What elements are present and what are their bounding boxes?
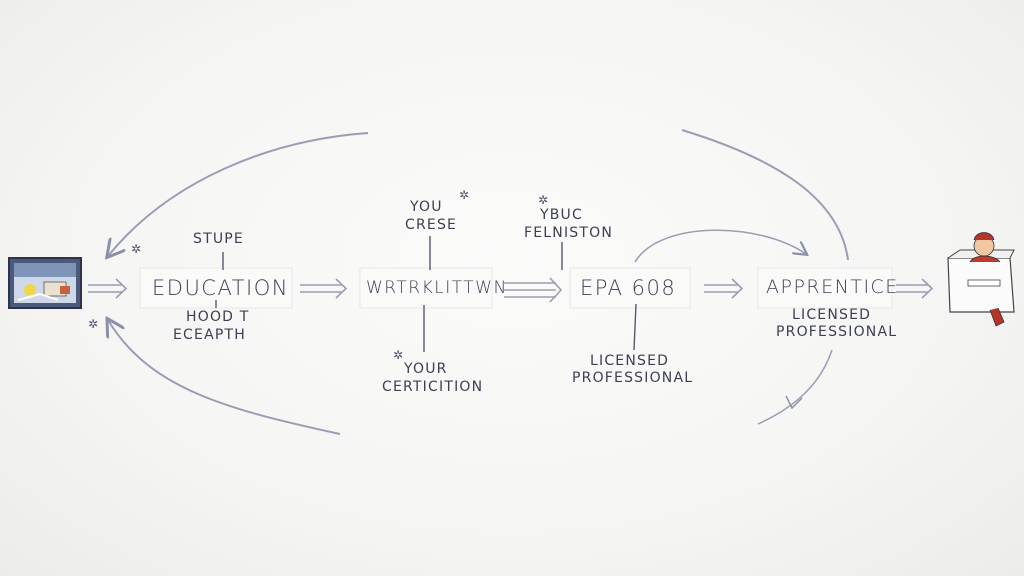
stage-box-wrtrk (359, 267, 493, 309)
note-eceapth: ECEAPTH (173, 327, 246, 343)
double-arrow-apprentice-end (896, 278, 934, 299)
bottom-right-curve-arrow (757, 349, 833, 425)
note-stupe: STUPE (193, 231, 244, 247)
mark-star-4: ✲ (538, 193, 549, 207)
note-your: YOUR (404, 361, 448, 377)
licensed-connector (633, 303, 637, 351)
mark-star-5: ✲ (393, 348, 404, 362)
note-certicition: CERTICITION (382, 379, 484, 395)
bottom-left-curve-arrow (108, 320, 341, 435)
epa-to-apprentice-curve (634, 229, 806, 263)
top-right-curve (681, 129, 849, 261)
note-crese: CRESE (405, 217, 458, 233)
stage-box-epa (569, 267, 691, 309)
mark-star-2: ✲ (88, 317, 99, 331)
stage-label-education: EDUCATION (152, 276, 289, 300)
stage-label-epa608: EPA 608 (580, 276, 677, 300)
double-arrow-epa-apprentice (704, 278, 744, 299)
top-left-curve-arrow (108, 132, 369, 256)
framed-picture-icon (8, 257, 82, 309)
person-in-box-icon (947, 232, 1015, 327)
mark-star-3: ✲ (459, 188, 470, 202)
note-ybuc: YBUC (540, 207, 583, 223)
note-felniston: FELNISTON (524, 225, 614, 241)
note-licensed-2: LICENSED (792, 307, 872, 323)
double-arrow-wrtrk-epa (504, 277, 563, 303)
note-professional-1: PROFESSIONAL (572, 370, 694, 386)
note-hood-t: HOOD T (186, 309, 250, 325)
double-arrow-start-education (88, 278, 128, 299)
mark-star-1: ✲ (131, 242, 142, 256)
stage-box-apprentice (757, 267, 893, 309)
note-you: YOU (410, 199, 443, 215)
bottom-right-arrowhead (785, 395, 803, 410)
note-licensed-1: LICENSED (590, 353, 670, 369)
note-professional-2: PROFESSIONAL (776, 324, 898, 340)
stage-label-wrtrk: WRTRKLITTWN (366, 278, 508, 298)
stage-label-apprentice: APPRENTICE (766, 276, 899, 298)
double-arrow-education-wrtrk (300, 278, 348, 299)
